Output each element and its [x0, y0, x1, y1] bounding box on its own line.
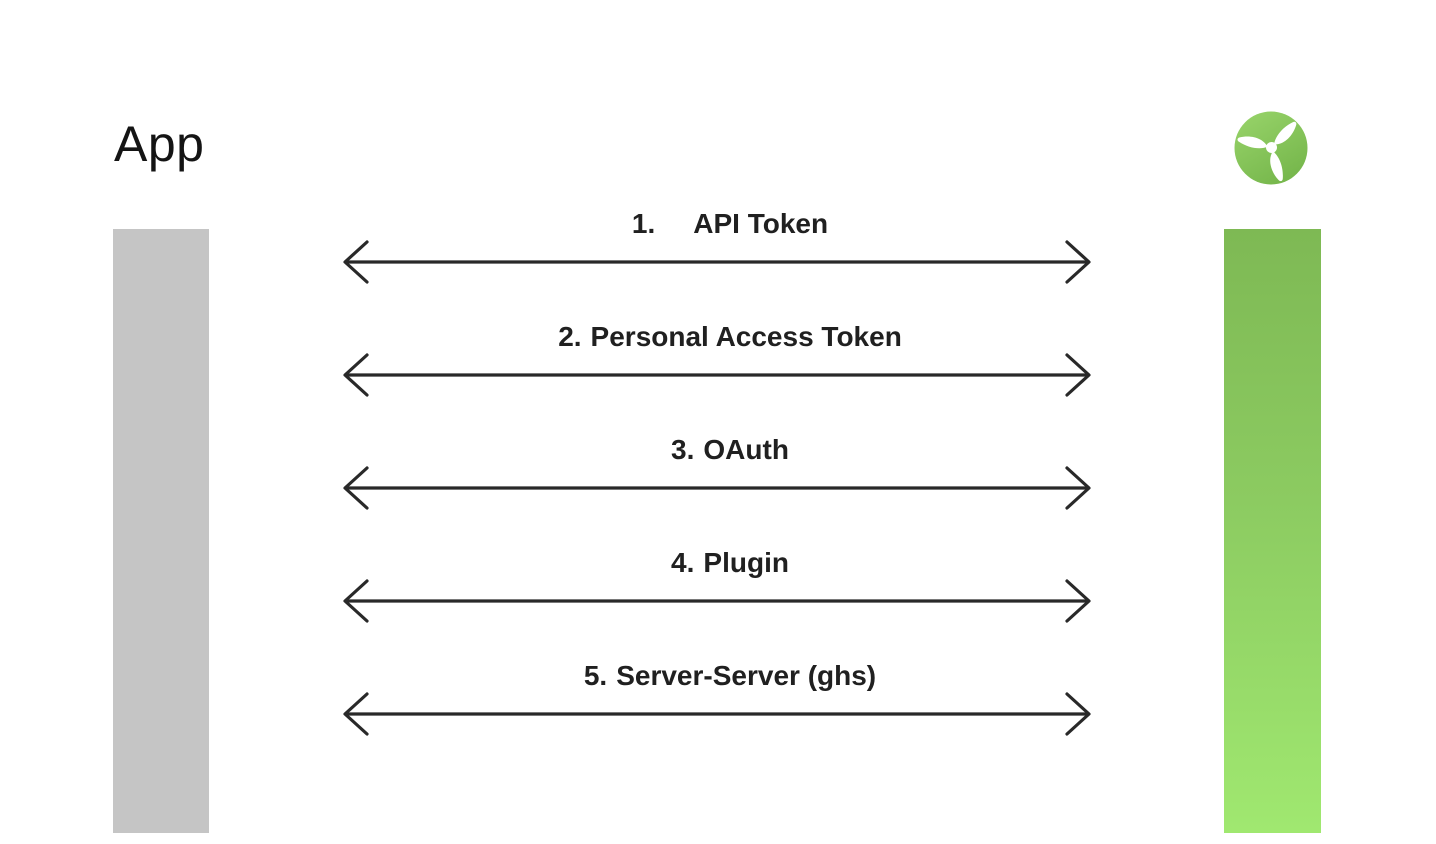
message-text: API Token [693, 208, 829, 239]
message-text: OAuth [703, 434, 789, 465]
message-text: Server-Server (ghs) [616, 660, 877, 691]
message-number: 2. [558, 321, 582, 352]
message-number: 3. [671, 434, 695, 465]
message-label: 4. Plugin [355, 548, 1105, 578]
message-number: 1. [631, 208, 656, 239]
double-arrow-icon [343, 353, 1091, 397]
service-lifeline-bar [1224, 229, 1321, 833]
message-label: 1. API Token [355, 209, 1105, 239]
app-lifeline-bar [113, 229, 209, 833]
double-arrow-icon [343, 579, 1091, 623]
double-arrow-icon [343, 466, 1091, 510]
double-arrow-icon [343, 692, 1091, 736]
message-label: 3. OAuth [355, 435, 1105, 465]
message-row: 4. Plugin [342, 548, 1092, 628]
message-number: 5. [583, 660, 608, 691]
propeller-logo-icon [1234, 111, 1308, 185]
message-text: Plugin [703, 547, 789, 578]
message-number: 4. [671, 547, 695, 578]
message-text: Personal Access Token [590, 321, 902, 352]
message-label: 2. Personal Access Token [355, 322, 1105, 352]
message-row: 3. OAuth [342, 435, 1092, 515]
message-row: 5. Server-Server (ghs) [342, 661, 1092, 741]
message-label: 5. Server-Server (ghs) [355, 661, 1105, 691]
app-actor-label: App [114, 116, 205, 172]
double-arrow-icon [343, 240, 1091, 284]
message-row: 1. API Token [342, 209, 1092, 289]
message-row: 2. Personal Access Token [342, 322, 1092, 402]
